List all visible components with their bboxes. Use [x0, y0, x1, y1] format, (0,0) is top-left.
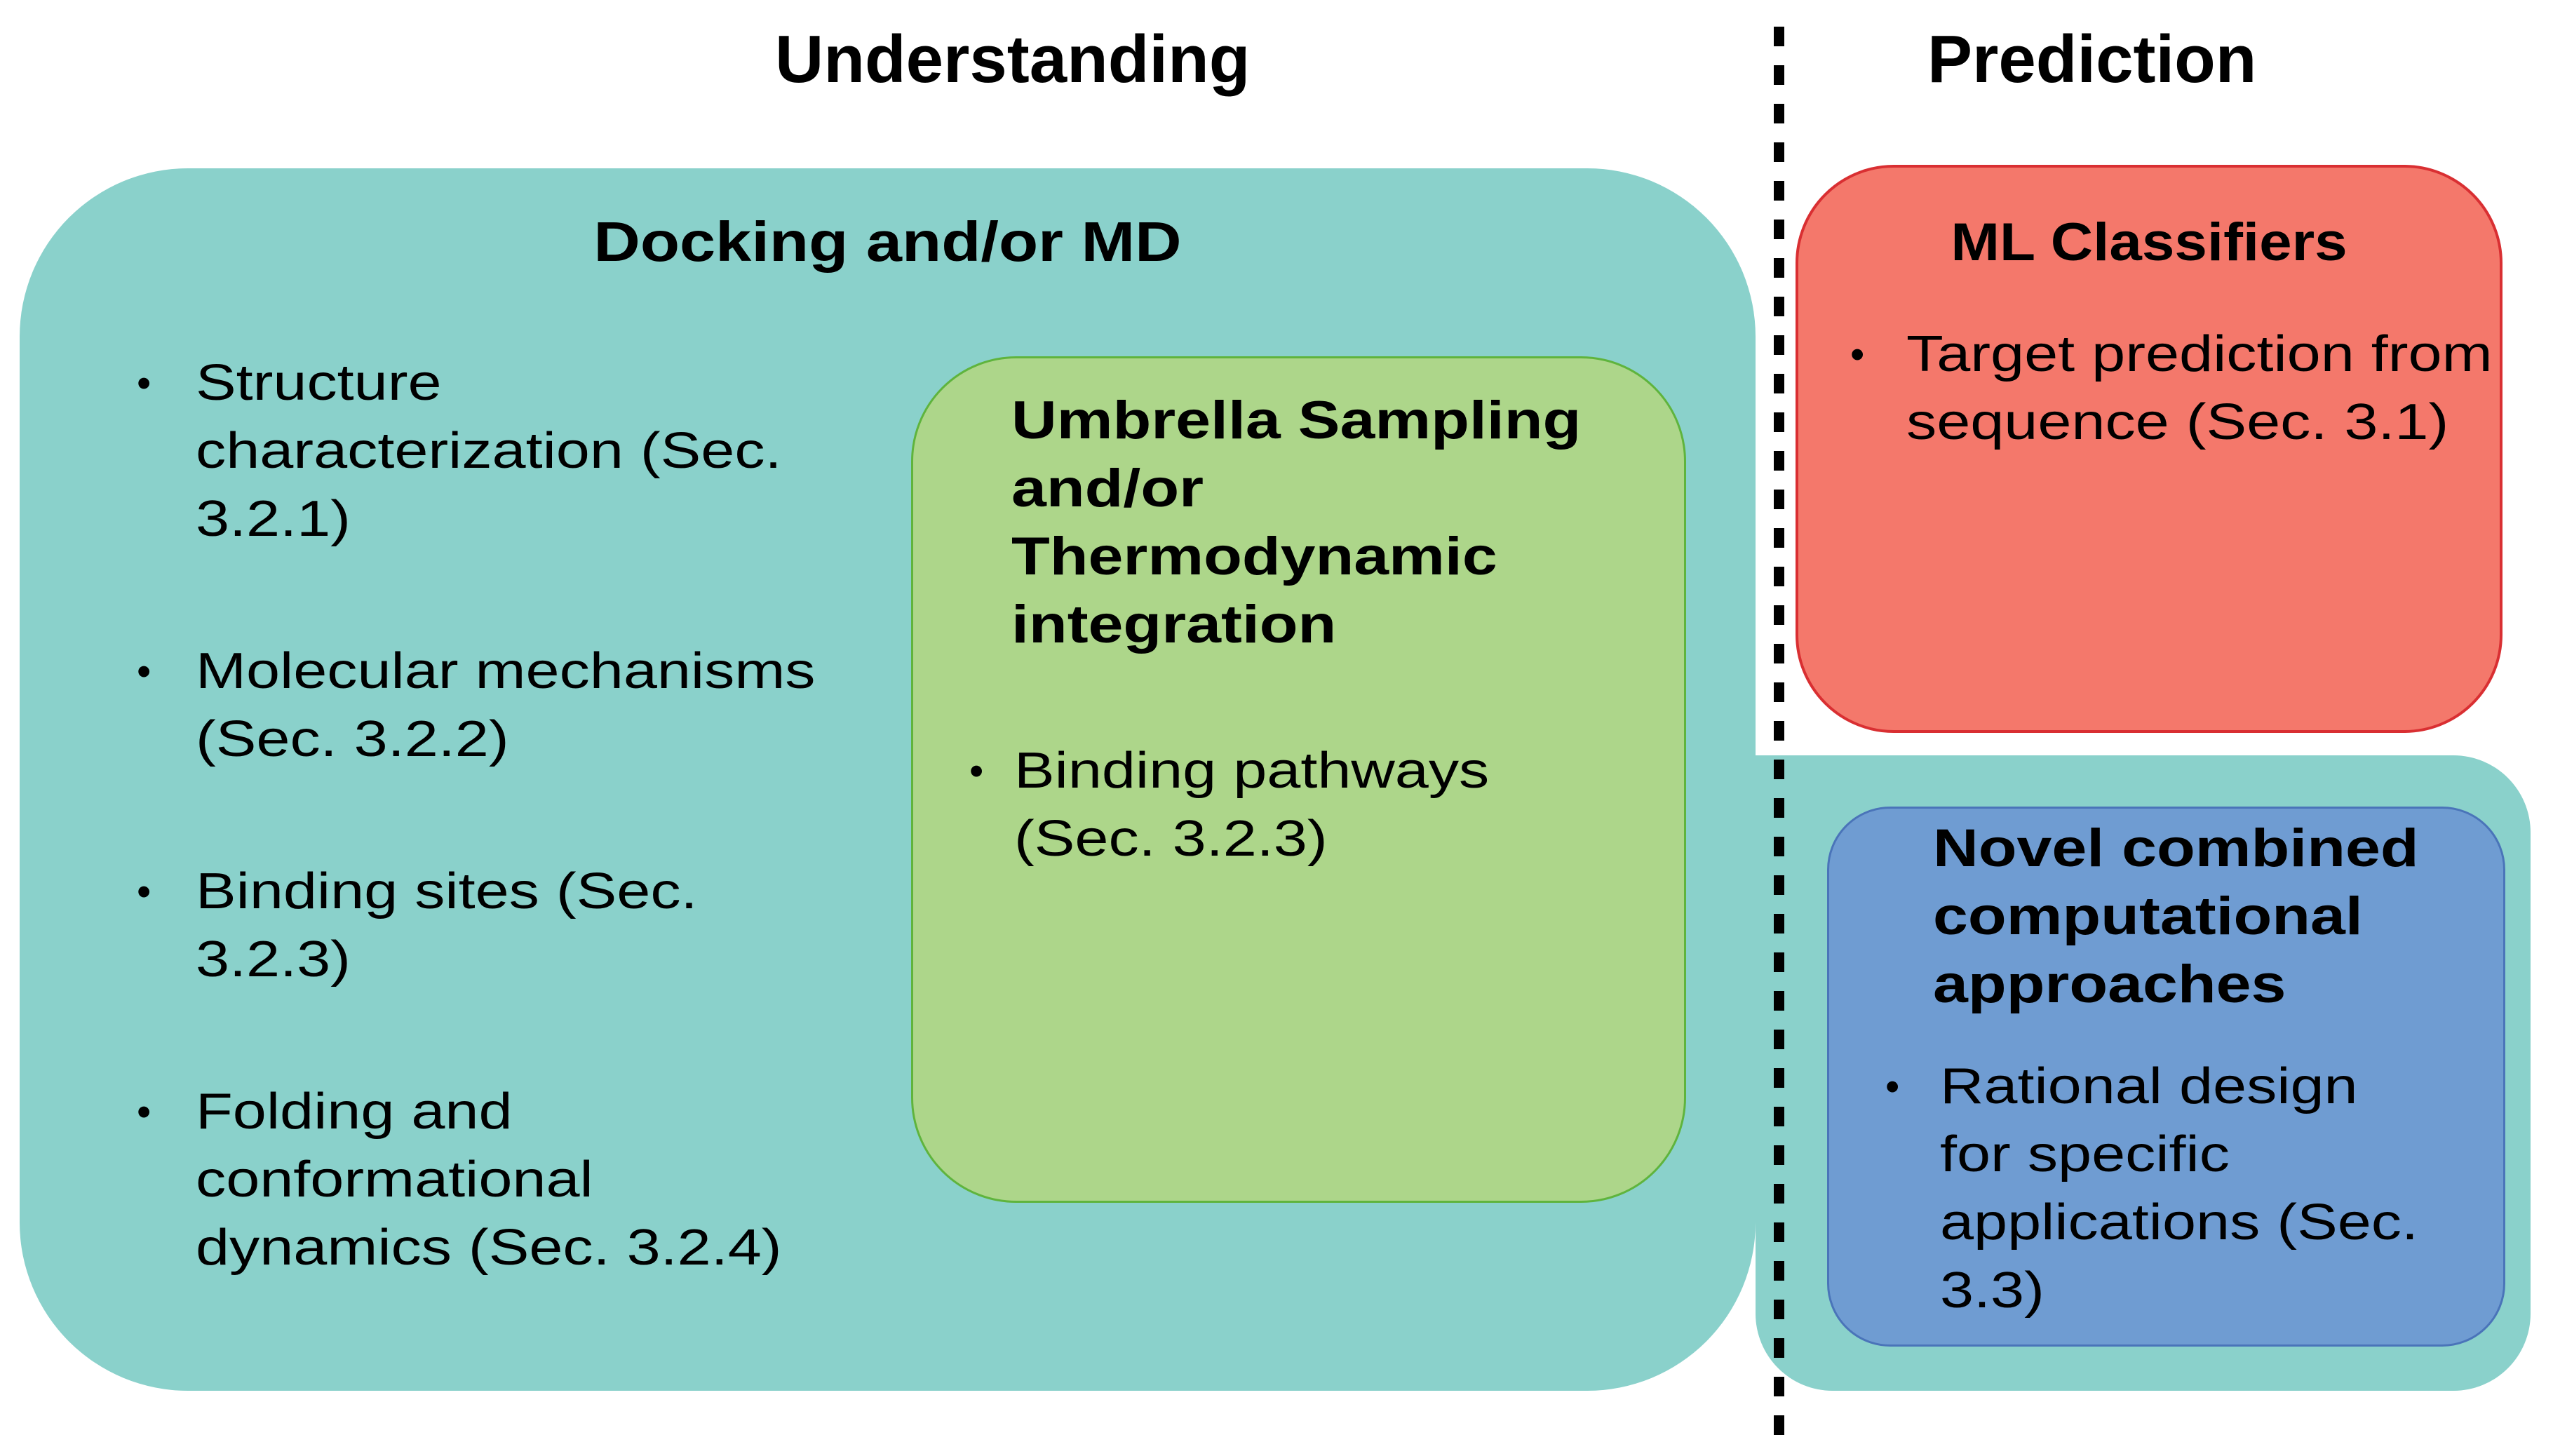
bullet-icon: •: [137, 1089, 151, 1135]
novel-approaches-box-title: Novel combined computational approaches: [1933, 818, 2419, 1014]
list-item: • Structure characterization (Sec. 3.2.1…: [137, 349, 978, 553]
bullet-icon: •: [969, 748, 984, 794]
docking-md-bullet-list: • Structure characterization (Sec. 3.2.1…: [137, 349, 978, 1366]
bullet-text: Folding and conformational dynamics (Sec…: [196, 1084, 782, 1276]
bullet-icon: •: [137, 649, 151, 694]
bullet-icon: •: [1850, 332, 1865, 377]
understanding-section-title: Understanding: [775, 22, 1251, 97]
bullet-text: Target prediction from sequence (Sec. 3.…: [1906, 326, 2493, 450]
bullet-text: Molecular mechanisms (Sec. 3.2.2): [196, 643, 816, 767]
novel-bullet-list: • Rational design for specific applicati…: [1885, 1053, 2474, 1325]
docking-md-box-title: Docking and/or MD: [593, 210, 1182, 273]
list-item: • Binding pathways (Sec. 3.2.3): [969, 737, 1643, 873]
bullet-icon: •: [1885, 1064, 1900, 1110]
bullet-icon: •: [137, 360, 151, 406]
novel-approaches-box: Novel combined computational approaches …: [1827, 807, 2505, 1347]
list-item: • Rational design for specific applicati…: [1885, 1053, 2474, 1325]
umbrella-sampling-box-title: Umbrella Sampling and/or Thermodynamic i…: [1011, 391, 1582, 654]
bullet-text: Rational design for specific application…: [1940, 1058, 2418, 1319]
list-item: • Molecular mechanisms (Sec. 3.2.2): [137, 638, 978, 774]
umbrella-bullet-list: • Binding pathways (Sec. 3.2.3): [969, 737, 1643, 873]
list-item: • Folding and conformational dynamics (S…: [137, 1078, 978, 1282]
bullet-text: Binding sites (Sec. 3.2.3): [196, 863, 698, 987]
ml-bullet-list: • Target prediction from sequence (Sec. …: [1850, 321, 2493, 457]
prediction-section-title: Prediction: [1927, 22, 2257, 97]
bullet-text: Binding pathways (Sec. 3.2.3): [1014, 743, 1490, 867]
ml-classifiers-box: ML Classifiers • Target prediction from …: [1796, 165, 2503, 733]
bullet-icon: •: [137, 869, 151, 915]
umbrella-sampling-box: Umbrella Sampling and/or Thermodynamic i…: [911, 356, 1686, 1203]
bullet-text: Structure characterization (Sec. 3.2.1): [196, 355, 782, 547]
list-item: • Binding sites (Sec. 3.2.3): [137, 858, 978, 994]
ml-classifiers-box-title: ML Classifiers: [1951, 213, 2347, 272]
list-item: • Target prediction from sequence (Sec. …: [1850, 321, 2493, 457]
dashed-divider-line: [1774, 27, 1784, 1439]
